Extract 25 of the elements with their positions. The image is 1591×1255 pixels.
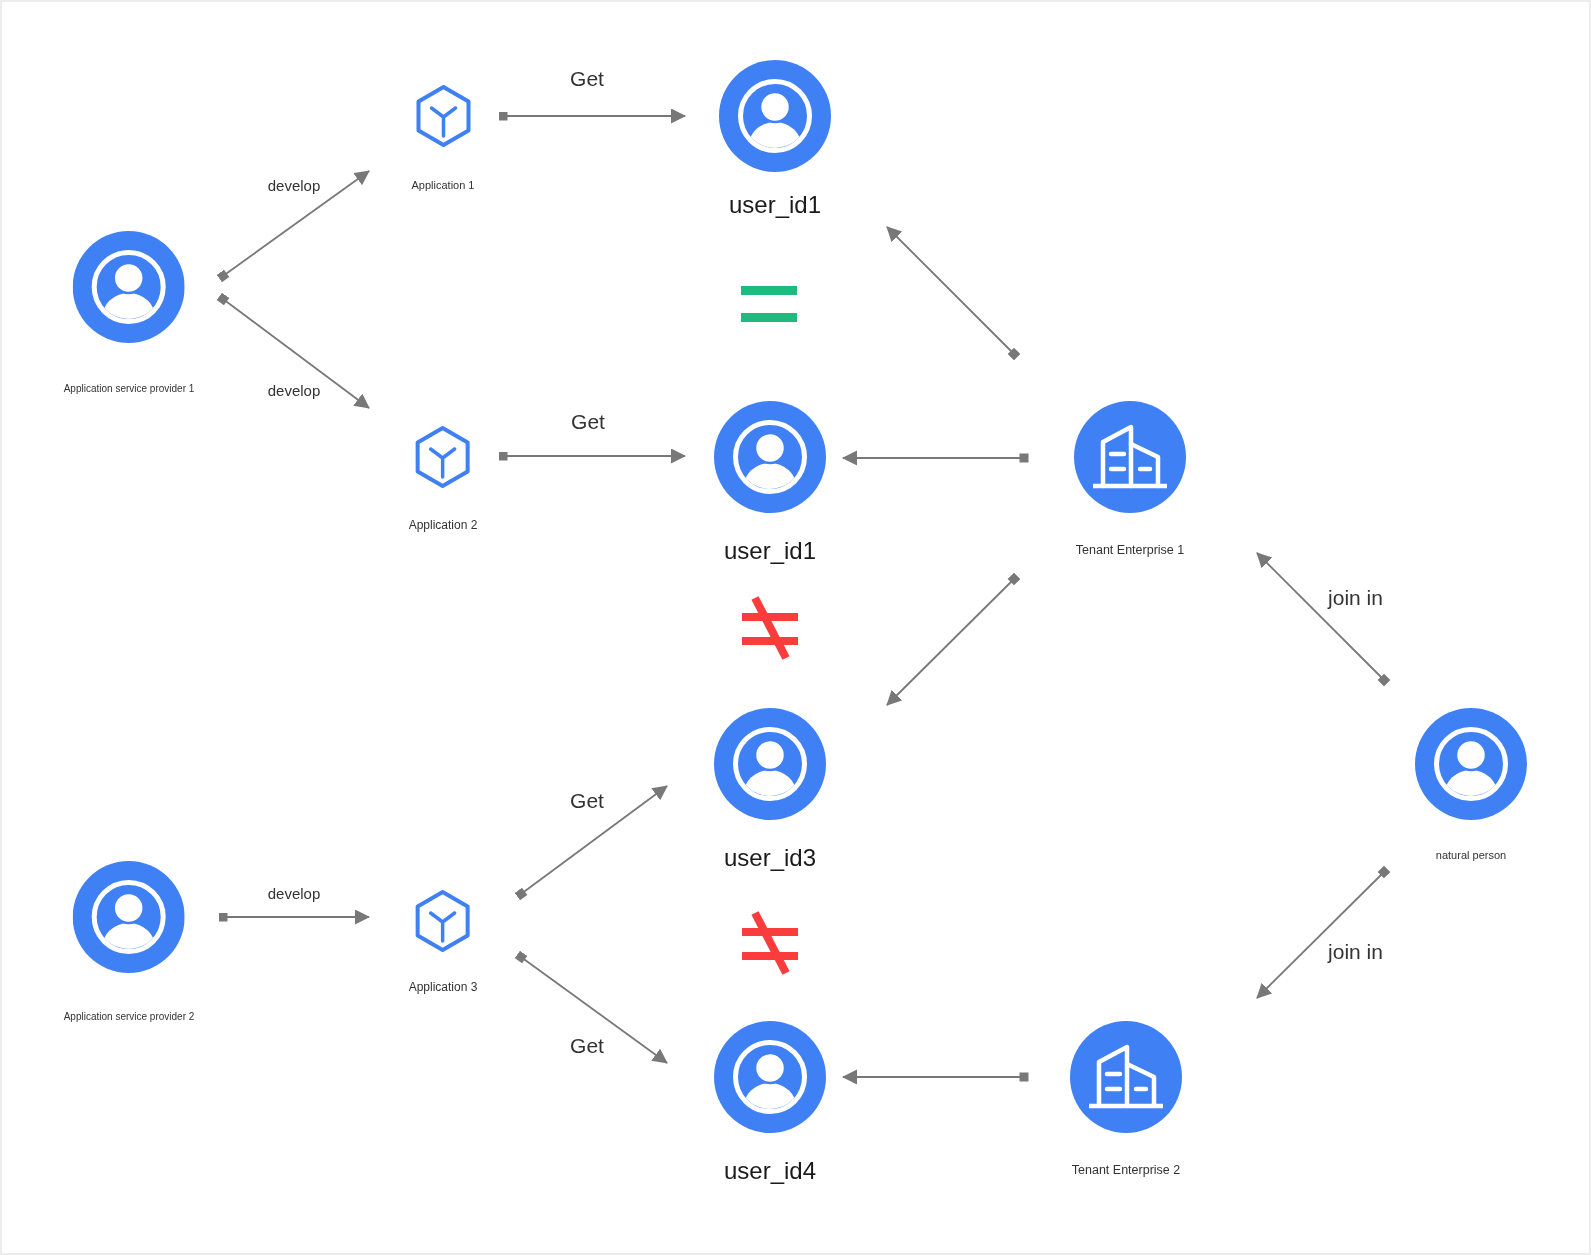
node-label: Tenant Enterprise 2 (1071, 1162, 1181, 1178)
arrow (216, 292, 370, 409)
arrow (514, 950, 668, 1064)
arrow (498, 108, 686, 124)
node-label: user_id4 (723, 1156, 817, 1186)
node-label: Application 1 (411, 179, 475, 193)
node-label: Application 2 (408, 517, 478, 533)
arrow (216, 170, 370, 283)
node-label: Application service provider 1 (63, 383, 195, 395)
node-label: user_id1 (728, 190, 822, 220)
arrow (514, 785, 668, 901)
node-label: Application service provider 2 (63, 1011, 195, 1023)
node-label: Application 3 (408, 979, 478, 995)
node-label: user_id3 (723, 843, 817, 873)
arrow (218, 909, 370, 925)
arrow (1256, 552, 1391, 687)
node-label: user_id1 (723, 536, 817, 566)
arrow (886, 226, 1021, 361)
node-label: Tenant Enterprise 1 (1075, 542, 1185, 558)
arrow (886, 572, 1021, 706)
arrow (842, 450, 1029, 466)
arrow (498, 448, 686, 464)
arrow (842, 1069, 1029, 1085)
node-label: natural person (1435, 849, 1507, 863)
arrow (1256, 865, 1391, 999)
